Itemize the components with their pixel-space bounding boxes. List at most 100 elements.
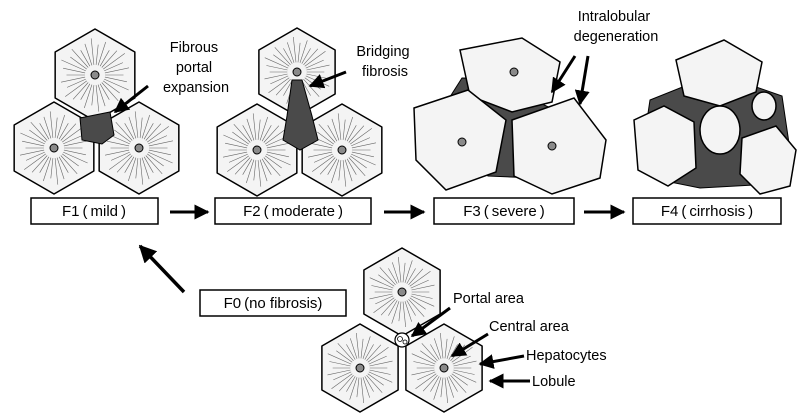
hepatocyte-cord: [349, 377, 358, 400]
intralobular-degeneration-label: Intralobular degeneration: [574, 9, 659, 45]
label-line: Fibrous: [170, 40, 218, 56]
label-line: fibrosis: [362, 64, 408, 80]
hepatocyte-cord: [299, 40, 308, 63]
stage-label-f0: F0 (no fibrosis): [224, 295, 323, 312]
hepatocyte-cord: [110, 151, 130, 161]
stage-box-border: [632, 197, 782, 225]
hepatocyte-cord: [63, 135, 83, 145]
hepatocyte-cord: [43, 116, 52, 139]
stage-box-f4: F4 ( cirrhosis ): [632, 197, 782, 225]
hepatocyte-cord: [430, 344, 440, 360]
hepatocyte-cord: [378, 274, 395, 287]
hepatocyte-cord: [411, 293, 433, 299]
hepatocyte-cord: [257, 160, 262, 187]
hepatocyte-cord: [128, 116, 137, 139]
hepatocyte-cord: [346, 125, 357, 142]
label-line: portal: [176, 60, 212, 76]
hepatocyte-cord: [148, 135, 168, 145]
hepatocyte-cord: [43, 157, 52, 182]
hepatocyte-cord: [451, 373, 468, 386]
hepatocyte-cord: [369, 369, 391, 375]
hepatocyte-cord: [30, 121, 48, 141]
hepatocyte-cord: [31, 155, 48, 173]
central-vein: [509, 67, 519, 77]
hepatocyte-cord: [104, 67, 130, 74]
label-line: degeneration: [574, 29, 659, 45]
hepatocyte-cord: [58, 156, 69, 173]
hepatocyte-cord: [109, 153, 131, 170]
central-vein: [49, 143, 59, 153]
hepatocyte-cord: [233, 123, 251, 143]
lobule: [405, 323, 483, 413]
hepatocyte-cord: [362, 377, 370, 398]
hepatocyte-cord: [444, 338, 448, 359]
hepatocyte-cord: [351, 151, 374, 158]
hepatocyte-cord: [54, 117, 58, 138]
hepatocyte-cord: [369, 293, 393, 300]
hepatocyte-cord: [50, 158, 54, 179]
hepatocyte-cord: [266, 142, 292, 149]
hepatocyte-cord: [453, 369, 475, 375]
hepatocyte-cord: [413, 361, 435, 367]
portal-vessel: [402, 339, 408, 345]
stage-box-border: [214, 197, 372, 225]
hepatocyte-cord: [95, 44, 99, 65]
hepatocyte-cord: [350, 338, 358, 359]
hepatocyte-cord: [145, 155, 163, 175]
central-vein: [134, 143, 144, 153]
lobule: [511, 97, 607, 195]
hepatocyte-cord: [259, 159, 268, 182]
hepatocyte-cord: [266, 137, 286, 147]
hepatocyte-cord: [350, 128, 372, 145]
hepatocyte-cord: [61, 59, 86, 72]
central-vein: [292, 67, 302, 77]
hepatocyte-cord: [222, 151, 248, 158]
hepatocyte-cord: [264, 57, 289, 69]
hepatocyte-cord: [351, 142, 377, 149]
hepatocyte-cord: [104, 149, 130, 156]
hepatocyte-cord: [362, 336, 371, 359]
hepatocyte-cord: [97, 41, 106, 66]
hepatocyte-cord: [371, 285, 393, 291]
hepatocyte-cord: [346, 158, 357, 175]
hepatocyte-cord: [263, 125, 280, 143]
nodule: [751, 91, 777, 121]
hepatocyte-cord: [388, 300, 398, 316]
hepatocyte-cord: [99, 50, 110, 67]
hepatocyte-cord: [60, 76, 86, 83]
hepatocyte-cord: [24, 153, 46, 170]
hepatocyte-cord: [141, 114, 150, 139]
hepatocyte-cord: [356, 377, 360, 398]
fibrous-portal-expansion-label: Fibrous portal expansion: [163, 40, 229, 96]
hepatocyte-cord: [433, 377, 442, 400]
hepatocyte-cord: [80, 83, 91, 100]
hepatocyte-cord: [65, 80, 87, 97]
hepatocyte-cord: [333, 371, 352, 381]
hepatocyte-cord: [283, 80, 293, 96]
lobule: [216, 103, 298, 197]
stage-box-f3: F3 ( severe ): [433, 197, 575, 225]
hepatocyte-cord: [310, 142, 333, 149]
hepatocyte-cord: [234, 157, 251, 175]
hepatocyte-cord: [104, 62, 124, 72]
hepatocyte-cord: [366, 374, 383, 393]
hepatocyte-cord: [331, 373, 353, 389]
hepatocyte-cord: [54, 158, 59, 185]
hepatocyte-cord: [147, 153, 164, 167]
hepatocyte-cord: [275, 78, 291, 96]
hepatocyte-cord: [56, 157, 65, 180]
hepatocyte-cord: [420, 350, 437, 363]
hepatocyte-cord: [266, 151, 289, 158]
hepatocyte-cord: [128, 157, 137, 182]
f0-lobule-cluster: [321, 247, 483, 413]
hepatocyte-cord: [124, 156, 135, 173]
portal-area: [394, 332, 410, 348]
hepatocyte-cord: [71, 48, 89, 68]
hepatocyte-cord: [104, 76, 127, 83]
hepatocyte-cord: [60, 155, 78, 175]
hepatocyte-cord: [360, 377, 364, 404]
hepatocyte-cord: [261, 158, 272, 175]
hepatocyte-cord: [367, 373, 384, 386]
hepatocyte-cord: [446, 377, 454, 398]
nodule: [633, 105, 697, 187]
